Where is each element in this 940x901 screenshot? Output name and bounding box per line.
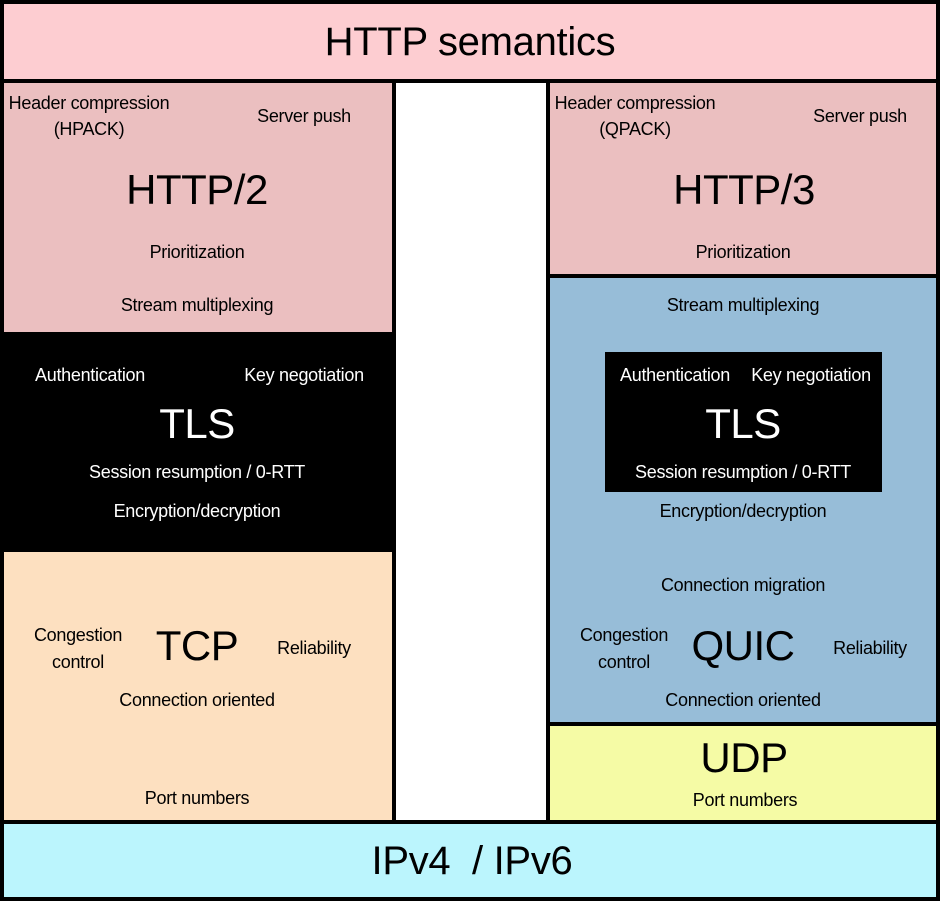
tcp-connection-oriented: Connection oriented	[119, 690, 275, 710]
tcp-reliability: Reliability	[277, 638, 351, 658]
quic-congestion-line1: Congestion	[579, 625, 669, 645]
right-tls-authentication: Authentication	[620, 365, 730, 385]
http3-title: HTTP/3	[673, 166, 815, 213]
left-tls-key-negotiation: Key negotiation	[244, 365, 364, 385]
tcp-port-numbers: Port numbers	[144, 788, 250, 808]
http3-server-push: Server push	[813, 106, 907, 126]
ip-label: IPv4 / IPv6	[371, 839, 573, 883]
left-tls-layer	[4, 336, 392, 548]
right-tls-title: TLS	[705, 400, 781, 447]
tcp-title: TCP	[155, 622, 239, 669]
left-tls-authentication: Authentication	[35, 365, 145, 385]
udp-layer	[550, 726, 936, 820]
quic-connection-oriented: Connection oriented	[665, 690, 821, 710]
tcp-layer	[4, 552, 392, 820]
tcp-congestion-line1: Congestion	[33, 625, 123, 645]
quic-stream-multiplexing: Stream multiplexing	[666, 295, 820, 315]
http2-server-push: Server push	[257, 106, 351, 126]
http2-header-compression-line2: (HPACK)	[53, 119, 125, 139]
quic-reliability: Reliability	[833, 638, 907, 658]
left-tls-encryption: Encryption/decryption	[113, 501, 281, 521]
right-tls-layer	[605, 352, 882, 492]
udp-title: UDP	[700, 734, 788, 781]
quic-congestion-line2: control	[598, 652, 650, 672]
http2-stream-multiplexing: Stream multiplexing	[120, 295, 274, 315]
udp-port-numbers: Port numbers	[692, 790, 798, 810]
http3-prioritization: Prioritization	[695, 242, 791, 262]
ip-layer	[4, 824, 936, 897]
http-semantics-label: HTTP semantics	[324, 20, 616, 64]
quic-title: QUIC	[691, 622, 796, 669]
http3-header-compression-line2: (QPACK)	[599, 119, 671, 139]
right-tls-session-resumption: Session resumption / 0-RTT	[635, 462, 851, 482]
http3-header-compression-line1: Header compression	[554, 93, 716, 113]
left-tls-title: TLS	[159, 400, 235, 447]
quic-encryption: Encryption/decryption	[659, 501, 827, 521]
http2-title: HTTP/2	[126, 166, 268, 213]
http2-layer	[4, 83, 392, 332]
left-tls-session-resumption: Session resumption / 0-RTT	[89, 462, 305, 482]
http3-layer	[550, 83, 936, 274]
right-tls-key-negotiation: Key negotiation	[751, 365, 871, 385]
http-semantics-layer	[4, 4, 936, 79]
http2-prioritization: Prioritization	[149, 242, 245, 262]
tcp-congestion-line2: control	[52, 652, 104, 672]
gap-column	[396, 83, 546, 820]
quic-connection-migration: Connection migration	[660, 575, 826, 595]
http2-header-compression-line1: Header compression	[8, 93, 170, 113]
